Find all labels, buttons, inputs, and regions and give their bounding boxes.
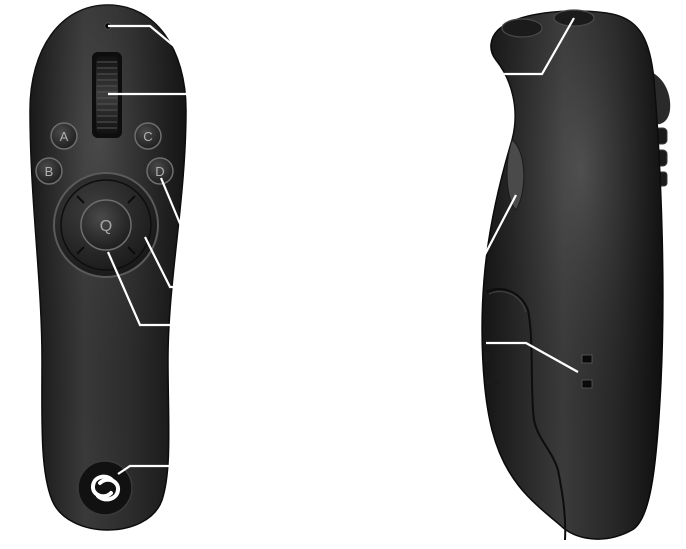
button-a-label: A bbox=[60, 129, 69, 144]
side-notch-2 bbox=[486, 380, 500, 384]
indicator-dot-lower bbox=[581, 379, 593, 389]
button-a[interactable]: A bbox=[50, 122, 78, 150]
button-b-label: B bbox=[45, 164, 54, 179]
front-callout-lines bbox=[106, 24, 188, 475]
side-view bbox=[479, 9, 671, 541]
g-swirl-logo-icon bbox=[91, 474, 120, 502]
side-callout-lines bbox=[479, 17, 579, 373]
button-c[interactable]: C bbox=[134, 122, 162, 150]
button-q-label: Q bbox=[100, 218, 112, 235]
button-b[interactable]: B bbox=[35, 157, 63, 185]
side-body-sheen bbox=[482, 11, 663, 540]
scroll-wheel[interactable] bbox=[92, 52, 122, 138]
side-top-button-left[interactable] bbox=[501, 18, 543, 38]
battery-cover-seam bbox=[486, 288, 567, 541]
side-trigger[interactable] bbox=[506, 139, 525, 211]
button-d[interactable]: D bbox=[146, 157, 174, 185]
indicator-dot-upper bbox=[581, 354, 593, 364]
side-notch-1 bbox=[484, 352, 490, 362]
button-c-label: C bbox=[143, 129, 152, 144]
button-d-label: D bbox=[155, 164, 164, 179]
button-q[interactable]: Q bbox=[80, 199, 132, 251]
front-view: A C B D bbox=[29, 4, 188, 531]
